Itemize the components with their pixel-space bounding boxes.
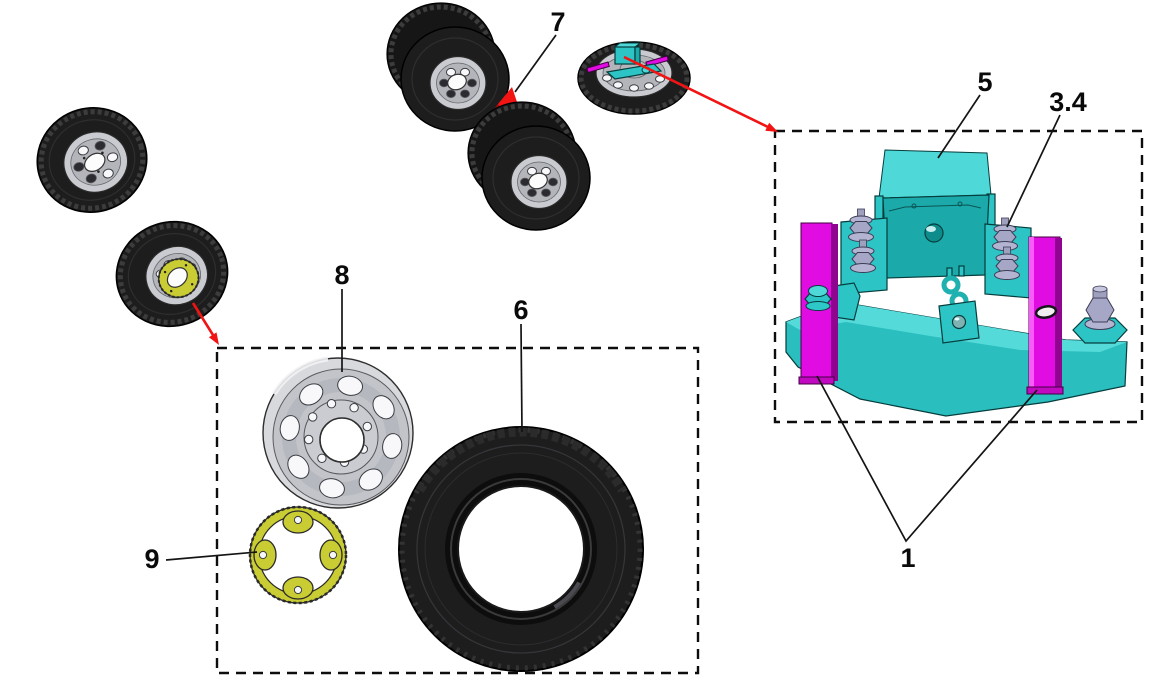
beam-end-bolt [1072, 285, 1128, 344]
leader-7 [514, 34, 557, 93]
wheel-single [36, 107, 148, 213]
wheel-detail-box [215, 346, 700, 675]
red-arrow-to-wheel-box [191, 302, 219, 345]
callout-6: 6 [513, 295, 528, 325]
bracket-part [874, 149, 996, 281]
callout-5: 5 [977, 67, 992, 97]
hub-ring-yellow-small [157, 258, 200, 299]
red-arrow-to-axle-box [623, 55, 778, 132]
plate-slot-hole [1034, 305, 1058, 319]
axle-assembly [785, 149, 1128, 417]
axle-detail-box [773, 129, 1144, 424]
leader-5 [937, 94, 981, 159]
callout-9: 9 [144, 544, 159, 574]
tire-part [398, 426, 644, 672]
shackle-plate [938, 300, 980, 344]
leader-1 [816, 375, 1038, 543]
leader-6 [520, 323, 523, 433]
callout-1: 1 [900, 543, 915, 573]
rim-part [262, 356, 414, 509]
dual-wheel-upper [386, 2, 510, 132]
callout-8: 8 [334, 260, 349, 290]
callout-7: 7 [550, 7, 565, 37]
dual-wheel-lower [467, 101, 591, 231]
callout-3-4: 3.4 [1049, 87, 1087, 117]
wheel-with-hub-ring [115, 220, 229, 328]
wear-plate-left [798, 222, 861, 385]
wear-plate-right [1026, 236, 1064, 395]
retainer-ring-part [248, 505, 348, 605]
u-bolt-nuts [848, 208, 1020, 280]
leader-9 [165, 551, 258, 561]
wheel-with-mounted-bracket [577, 41, 691, 115]
leader-3-4 [1006, 114, 1061, 228]
rim-vent-holes [279, 375, 403, 499]
